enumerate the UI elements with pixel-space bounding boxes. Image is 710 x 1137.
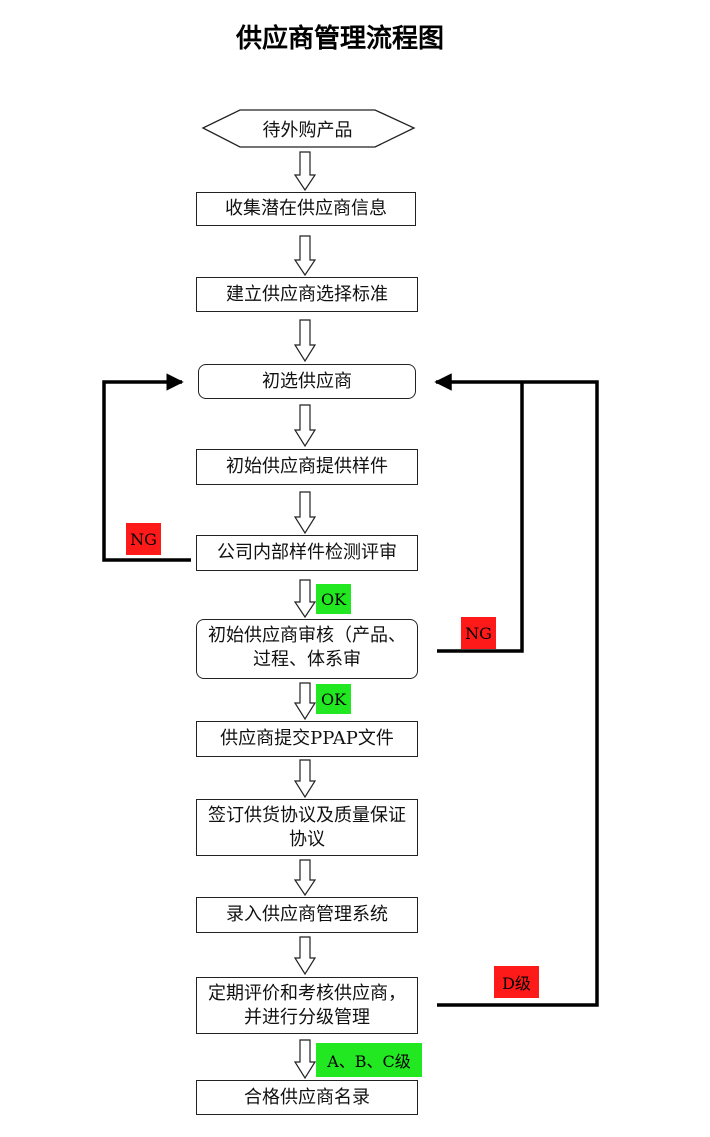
step-collect-info: 收集潜在供应商信息 [196,192,416,226]
down-arrow-5 [293,491,317,535]
step-provide-samples: 初始供应商提供样件 [196,449,418,485]
down-arrow-8 [293,759,317,799]
down-arrow-6 [293,579,317,619]
ok-audit-tag: OK [316,684,351,714]
start-node-label: 待外购产品 [262,119,353,141]
step-sign-agreement: 签订供货协议及质量保证协议 [196,799,418,856]
down-arrow-4 [293,404,317,448]
down-arrow-1 [293,151,317,192]
down-arrow-9 [293,859,317,897]
ng-review-feedback-line [102,373,191,562]
down-arrow-2 [293,235,317,277]
step-qualified-list: 合格供应商名录 [196,1080,418,1115]
abc-grade-tag: A、B、C级 [316,1043,422,1077]
ng-audit-feedback-line [437,382,524,653]
step-preselect-supplier: 初选供应商 [198,364,416,399]
d-grade-tag: D级 [494,966,539,998]
step-submit-ppap: 供应商提交PPAP文件 [196,721,418,757]
step-periodic-evaluation: 定期评价和考核供应商，并进行分级管理 [196,977,418,1034]
step-supplier-audit: 初始供应商审核（产品、过程、体系审 [196,619,418,679]
down-arrow-11 [293,1039,317,1080]
down-arrow-10 [293,936,317,976]
ng-review-tag: NG [126,523,161,555]
page-title: 供应商管理流程图 [235,24,444,54]
down-arrow-7 [293,682,317,721]
step-enter-system: 录入供应商管理系统 [196,897,418,933]
step-build-standard: 建立供应商选择标准 [196,277,418,312]
ng-audit-tag: NG [461,617,496,649]
start-hexagon [201,109,416,148]
ok-review-tag: OK [316,584,351,614]
step-sample-review: 公司内部样件检测评审 [196,535,418,571]
down-arrow-3 [293,319,317,363]
d-grade-feedback-line [434,373,599,1007]
